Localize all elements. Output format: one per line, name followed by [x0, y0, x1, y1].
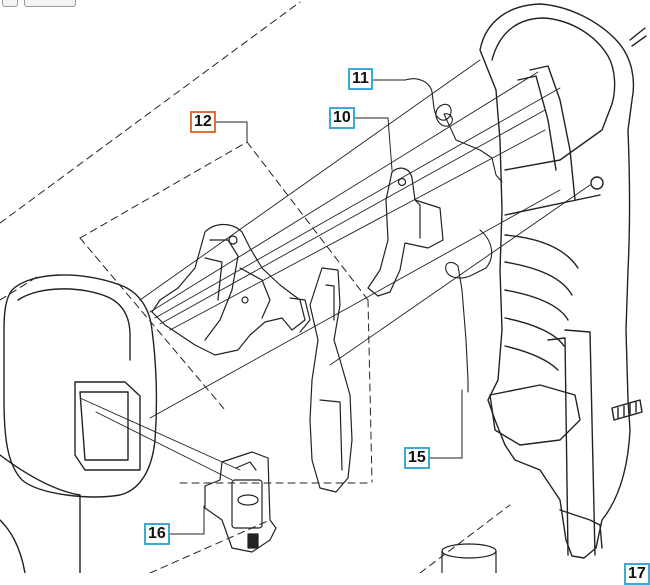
stop-switch: [204, 451, 277, 553]
callout-part-10[interactable]: 10: [329, 107, 355, 129]
throttle-lever-assembly: [151, 223, 311, 356]
callout-part-12[interactable]: 12: [190, 111, 216, 133]
toolbar-button[interactable]: [2, 0, 18, 7]
toolbar-button[interactable]: [24, 0, 76, 7]
spring-part-11: [404, 78, 503, 183]
handle-housing-right: [479, 3, 647, 559]
callout-part-17[interactable]: 17: [624, 563, 650, 585]
handle-housing-left: [0, 274, 158, 573]
leader-lines: [169, 79, 463, 535]
throttle-lock-lever: [367, 167, 444, 297]
throttle-trigger: [309, 267, 353, 493]
callout-part-11[interactable]: 11: [348, 68, 373, 90]
exploded-parts-diagram: [0, 1, 647, 573]
connection-lines: [79, 59, 591, 481]
callout-part-16[interactable]: 16: [144, 523, 170, 545]
bottom-cylinder-part: [441, 543, 497, 573]
assembly-guide-lines: [0, 1, 511, 573]
spring-part-15: [445, 229, 493, 393]
callout-part-15[interactable]: 15: [404, 447, 430, 469]
